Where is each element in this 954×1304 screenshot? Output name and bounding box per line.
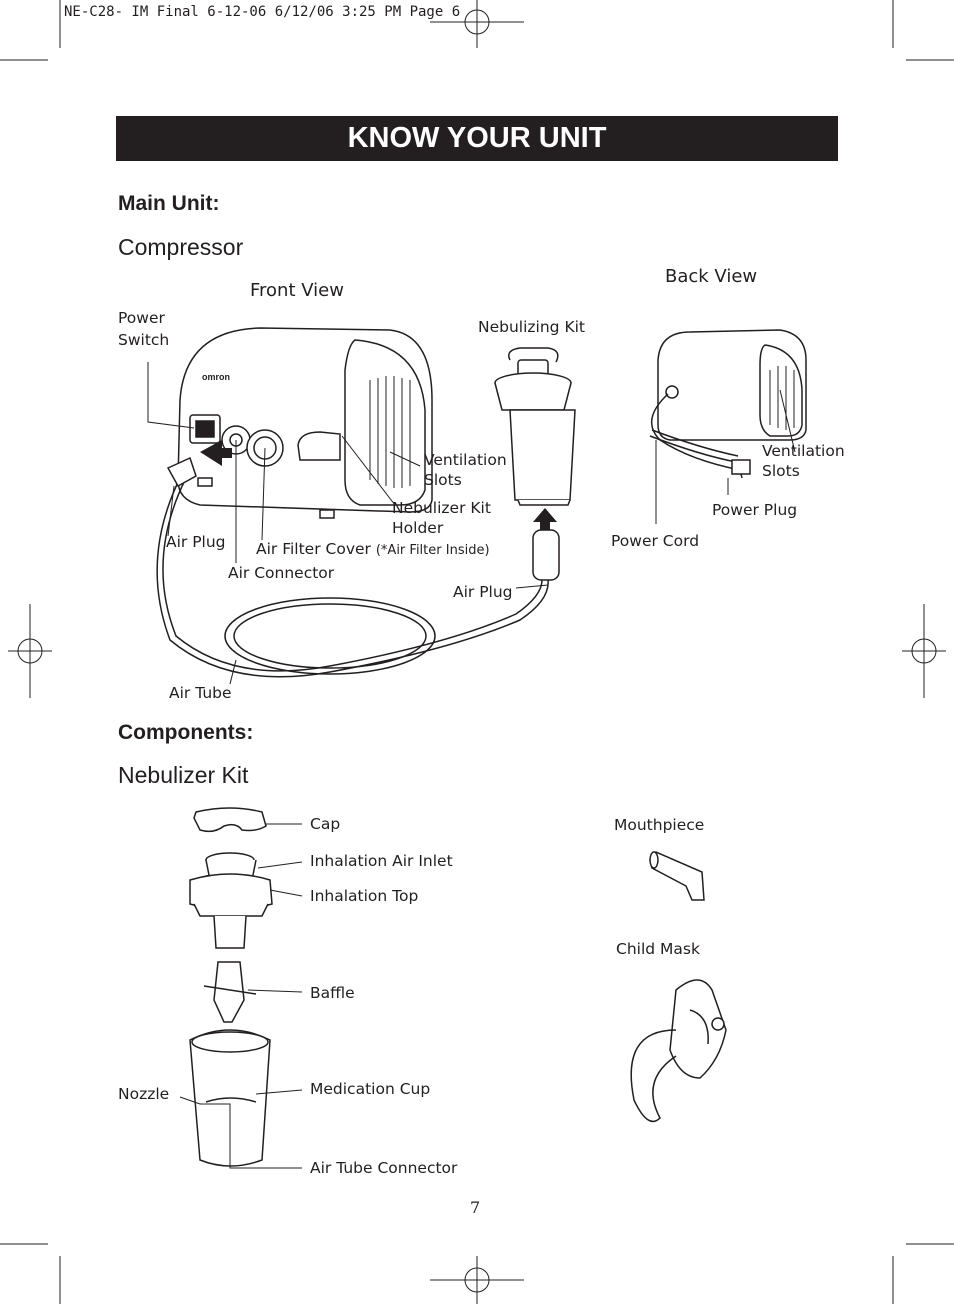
compressor-back-illustration [649,329,807,479]
label-cap: Cap [310,815,341,833]
air-tube-illustration [156,456,549,678]
page-number: 7 [470,1198,481,1217]
label-power-plug: Power Plug [712,501,798,519]
label-power-switch-line2: Switch [118,331,170,349]
label-nebulizer-kit-holder-line2: Holder [392,519,444,537]
label-nozzle: Nozzle [118,1085,170,1103]
label-nebulizing-kit: Nebulizing Kit [478,318,585,336]
device-brand-logo: omron [202,372,230,382]
page-banner-title: KNOW YOUR UNIT [116,116,838,161]
label-baffle: Baffle [310,984,355,1002]
label-air-plug-right: Air Plug [453,583,513,601]
components-heading: Components: [118,721,254,744]
main-unit-heading: Main Unit: [118,192,220,215]
label-inhalation-top: Inhalation Top [310,887,419,905]
leader-lines-main [147,362,796,685]
child-mask-illustration [630,979,727,1123]
label-child-mask: Child Mask [616,940,700,958]
registration-marks [8,0,946,1304]
label-power-switch-line1: Power [118,309,165,327]
print-slug: NE-C28- IM Final 6-12-06 6/12/06 3:25 PM… [64,4,461,20]
label-medication-cup: Medication Cup [310,1080,431,1098]
nebulizer-kit-subheading: Nebulizer Kit [118,762,249,788]
nebulizer-kit-components-illustration [189,807,273,1167]
label-mouthpiece: Mouthpiece [614,816,705,834]
label-air-connector: Air Connector [228,564,335,582]
label-air-filter-cover: Air Filter Cover (*Air Filter Inside) [256,539,490,561]
label-ventilation-slots-back-line2: Slots [762,462,800,480]
compressor-front-illustration [177,327,433,519]
label-air-filter-cover-text: Air Filter Cover [256,540,371,558]
label-air-tube-connector: Air Tube Connector [310,1159,458,1177]
arrow-to-nebulizing-kit [533,508,557,530]
label-inhalation-air-inlet: Inhalation Air Inlet [310,852,453,870]
arrow-to-air-connector [200,440,232,466]
front-view-label: Front View [250,280,344,301]
compressor-subheading: Compressor [118,234,244,260]
label-nebulizer-kit-holder-line1: Nebulizer Kit [392,499,491,517]
back-view-label: Back View [665,266,758,287]
label-power-cord: Power Cord [611,532,700,550]
label-air-plug-left: Air Plug [166,533,226,551]
mouthpiece-illustration [649,851,705,901]
nebulizing-kit-illustration [494,347,576,581]
label-ventilation-slots-front-line2: Slots [424,471,462,489]
leader-lines-components [179,823,303,1169]
label-air-tube: Air Tube [169,684,232,702]
label-ventilation-slots-front-line1: Ventilation [424,451,507,469]
label-air-filter-note: (*Air Filter Inside) [375,543,490,558]
label-ventilation-slots-back-line1: Ventilation [762,442,845,460]
